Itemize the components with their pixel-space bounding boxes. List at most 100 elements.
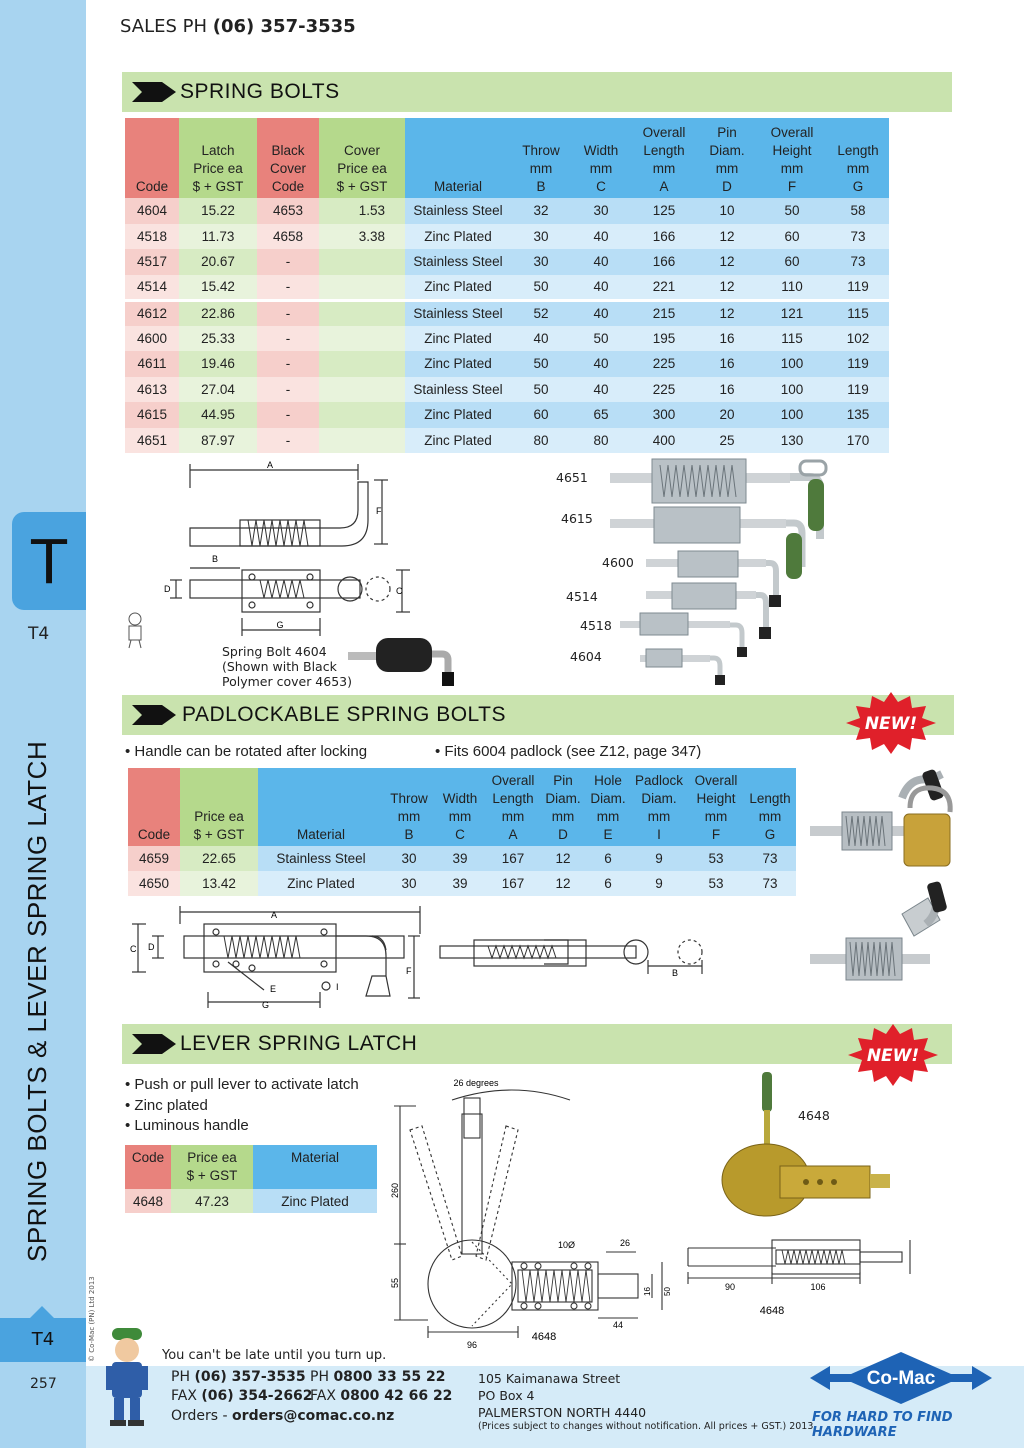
mascot-icon — [128, 612, 142, 649]
table-cell: 221 — [631, 274, 697, 300]
table-cell: 16 — [697, 376, 757, 402]
table-cell: - — [257, 274, 319, 300]
page-number: 257 — [30, 1376, 57, 1392]
table-cell: Stainless Steel — [405, 298, 511, 326]
table-cell: 20 — [697, 402, 757, 428]
table-cell: 30 — [511, 223, 571, 249]
photo-label-4651: 4651 — [556, 470, 588, 485]
table-cell: 22.65 — [180, 846, 258, 871]
bottom-section-tab[interactable]: T4 — [0, 1306, 86, 1362]
table-cell: 4604 — [125, 198, 179, 224]
table-cell: 102 — [827, 325, 889, 351]
table-cell: 4659 — [128, 846, 180, 871]
spring-bolt-technical-drawing: A F B D C G — [164, 460, 410, 636]
table-cell: 4517 — [125, 249, 179, 275]
footer-phone-free-number[interactable]: 0800 33 55 22 — [333, 1369, 446, 1385]
padlockable-bullet-1: • Handle can be rotated after locking — [125, 743, 368, 760]
table-cell: 121 — [757, 298, 827, 326]
section-title: PADLOCKABLE SPRING BOLTS — [182, 703, 506, 726]
dim-label-96: 96 — [467, 1340, 477, 1350]
dim-label-d: D — [148, 942, 155, 952]
table-cell: 100 — [757, 351, 827, 377]
table-cell: 110 — [757, 274, 827, 300]
dim-label-90: 90 — [725, 1282, 735, 1292]
table-cell: 20.67 — [179, 249, 257, 275]
col-code: Code — [125, 118, 179, 198]
table-cell: Zinc Plated — [405, 427, 511, 453]
dim-label-c: C — [396, 586, 403, 596]
table-cell: 16 — [697, 351, 757, 377]
table-cell — [319, 325, 405, 351]
col-price: Price ea$ + GST — [180, 768, 258, 846]
dim-label-d: D — [164, 584, 171, 594]
table-cell: 12 — [540, 871, 586, 896]
table-cell: Zinc Plated — [253, 1189, 377, 1213]
footer-phone-free: PH 0800 33 55 22 — [310, 1369, 446, 1385]
table-cell — [319, 351, 405, 377]
dim-label-e: E — [270, 984, 276, 994]
table-cell — [319, 376, 405, 402]
comac-logo[interactable]: Co-Mac — [810, 1352, 992, 1404]
table-cell: 195 — [631, 325, 697, 351]
footer-phone: PH (06) 357-3535 — [171, 1369, 306, 1385]
table-cell: 50 — [511, 274, 571, 300]
table-cell: Stainless Steel — [405, 376, 511, 402]
table-cell: 50 — [757, 198, 827, 224]
dim-label-260: 260 — [390, 1183, 400, 1198]
table-cell: 40 — [571, 249, 631, 275]
table-cell: - — [257, 351, 319, 377]
table-cell: 50 — [511, 376, 571, 402]
table-cell: 65 — [571, 402, 631, 428]
table-cell: 30 — [511, 249, 571, 275]
table-cell: 12 — [540, 846, 586, 871]
table-cell: 30 — [384, 846, 434, 871]
table-cell — [319, 249, 405, 275]
section-bar-padlockable: PADLOCKABLE SPRING BOLTS — [122, 695, 954, 735]
table-cell: 9 — [630, 846, 688, 871]
footer-fax-number[interactable]: (06) 354-2662 — [201, 1388, 313, 1404]
table-cell: 4650 — [128, 871, 180, 896]
table-cell: 166 — [631, 249, 697, 275]
photo-label-4604: 4604 — [570, 649, 602, 664]
footer-fax-free-number[interactable]: 0800 42 66 22 — [340, 1388, 453, 1404]
table-cell: 9 — [630, 871, 688, 896]
table-cell: 30 — [384, 871, 434, 896]
table-cell: 400 — [631, 427, 697, 453]
sidebar — [0, 0, 86, 1448]
padlockable-bolt-padlock-photo — [810, 769, 953, 867]
section-bar-spring-bolts: SPRING BOLTS — [122, 72, 952, 112]
mascot-icon — [106, 1328, 148, 1426]
footer-orders-email[interactable]: orders@comac.co.nz — [232, 1408, 395, 1424]
footer-tagline: You can't be late until you turn up. — [162, 1348, 387, 1363]
table-cell: 11.73 — [179, 223, 257, 249]
table-cell — [319, 274, 405, 300]
dim-label-degrees: 26 degrees — [453, 1078, 499, 1088]
copyright-note: © Co-Mac (PN) Ltd 2013 — [88, 1276, 96, 1362]
table-cell: 73 — [827, 223, 889, 249]
table-cell: 80 — [571, 427, 631, 453]
table-cell: 115 — [757, 325, 827, 351]
section-tab-letter[interactable]: T — [12, 512, 86, 610]
table-cell: Zinc Plated — [405, 402, 511, 428]
dim-label-f: F — [406, 966, 412, 976]
table-cell: 4518 — [125, 223, 179, 249]
dim-label-b: B — [672, 968, 678, 978]
table-cell: 44.95 — [179, 402, 257, 428]
table-cell: Stainless Steel — [405, 249, 511, 275]
table-cell: 225 — [631, 351, 697, 377]
footer-phone-number[interactable]: (06) 357-3535 — [194, 1369, 306, 1385]
dim-label-50: 50 — [663, 1287, 672, 1296]
header-phone-number[interactable]: (06) 357-3535 — [212, 16, 356, 37]
table-cell: 13.42 — [180, 871, 258, 896]
